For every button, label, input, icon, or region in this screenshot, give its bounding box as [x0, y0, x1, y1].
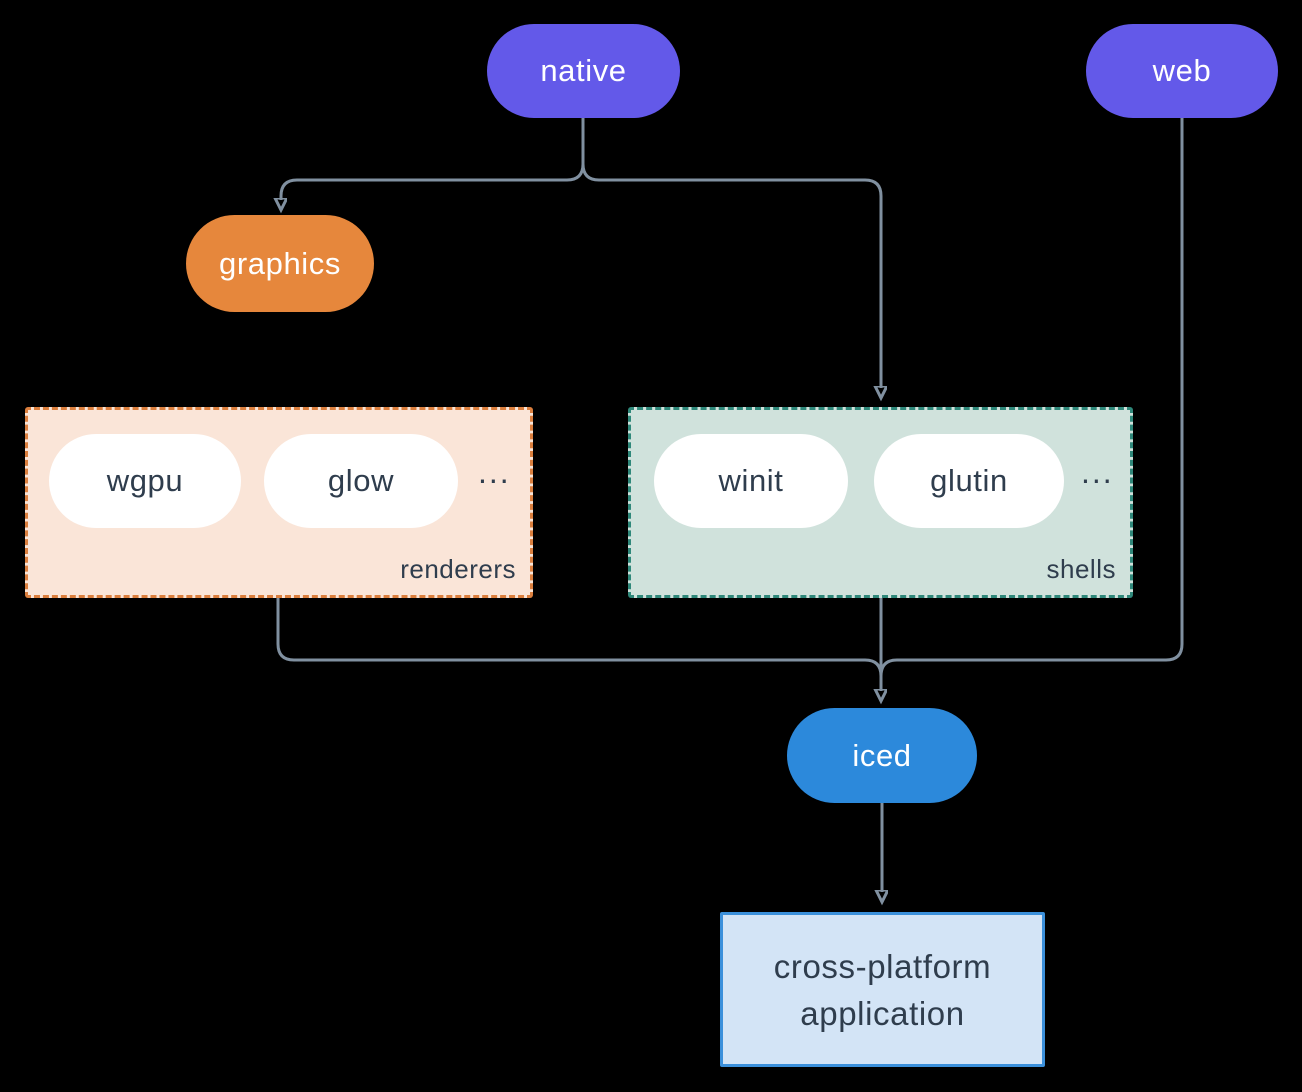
- group-shells: winit glutin ... shells: [628, 407, 1133, 598]
- node-glow: glow: [264, 434, 458, 528]
- node-glutin: glutin: [874, 434, 1064, 528]
- renderers-ellipsis: ...: [478, 454, 511, 490]
- group-renderers: wgpu glow ... renderers: [25, 407, 533, 598]
- connector-native-graphics: [281, 118, 585, 200]
- node-wgpu: wgpu: [49, 434, 241, 528]
- node-winit: winit: [654, 434, 848, 528]
- connector-native-shells: [581, 118, 881, 388]
- node-graphics: graphics: [186, 215, 374, 312]
- node-cross-platform-application: cross-platform application: [720, 912, 1045, 1067]
- connector-web-merge: [879, 118, 1184, 677]
- shells-group-label: shells: [1046, 554, 1116, 584]
- node-web: web: [1086, 24, 1278, 118]
- application-label-line2: application: [800, 994, 965, 1032]
- node-native: native: [487, 24, 680, 118]
- connector-renderers-merge: [276, 598, 883, 677]
- application-label-line1: cross-platform: [773, 947, 992, 985]
- shells-ellipsis: ...: [1081, 454, 1114, 490]
- node-iced: iced: [787, 708, 977, 803]
- renderers-group-label: renderers: [400, 554, 516, 584]
